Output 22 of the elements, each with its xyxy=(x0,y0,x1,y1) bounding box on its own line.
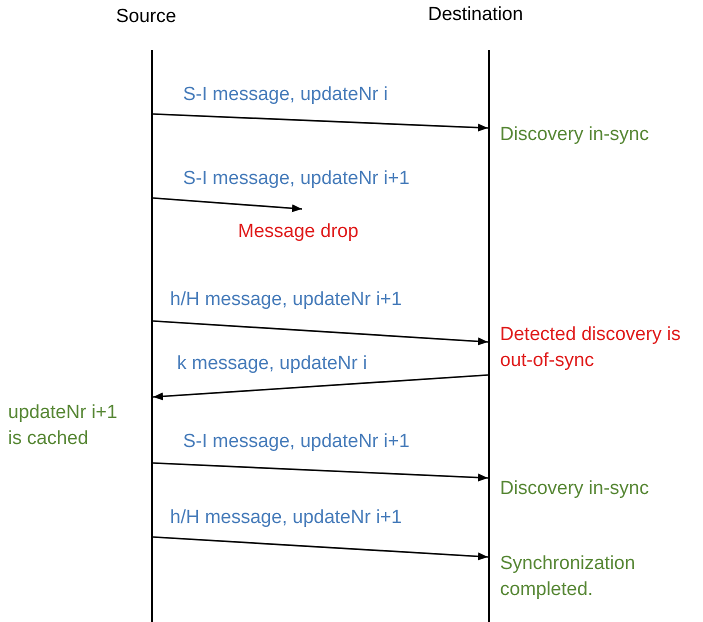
note: Synchronization completed. xyxy=(500,552,636,602)
note: Discovery in-sync xyxy=(500,477,650,501)
note: updateNr i+1 is cached xyxy=(8,401,118,451)
lifeline xyxy=(151,50,153,622)
message-arrow xyxy=(152,374,488,400)
status-note: Detected discovery is out-of-sync xyxy=(500,323,682,373)
participant-label: Destination xyxy=(428,3,524,27)
message-label: h/H message, updateNr i+1 xyxy=(170,288,402,312)
message-arrow xyxy=(152,462,488,482)
participant-label: Source xyxy=(116,5,176,29)
message-arrow xyxy=(152,536,488,560)
lifeline xyxy=(488,50,490,622)
message-label: h/H message, updateNr i+1 xyxy=(170,506,402,530)
message-arrow xyxy=(152,113,488,132)
status-note: Message drop xyxy=(238,209,358,245)
message-label: k message, updateNr i xyxy=(177,352,368,376)
message-label: S-I message, updateNr i+1 xyxy=(183,167,410,191)
message-label: S-I message, updateNr i xyxy=(183,83,388,107)
message-arrow xyxy=(152,320,488,346)
message-arrow xyxy=(152,197,302,212)
note: Discovery in-sync xyxy=(500,123,650,147)
message-label: S-I message, updateNr i+1 xyxy=(183,430,410,454)
